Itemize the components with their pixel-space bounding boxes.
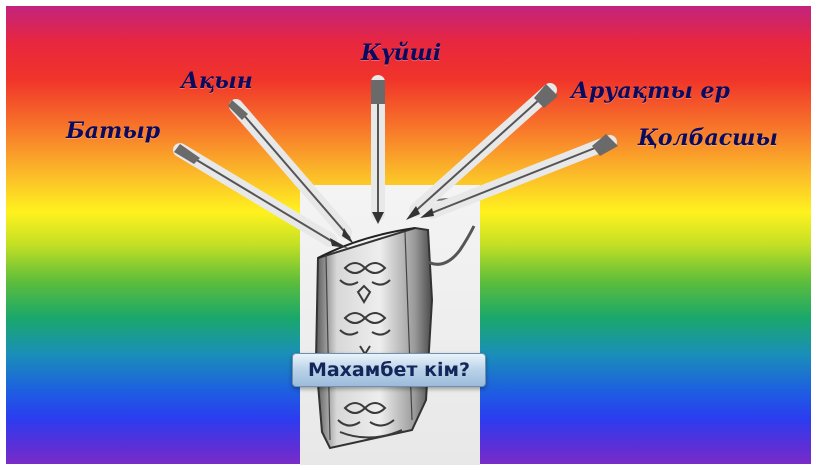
label-akyn: Ақын <box>181 68 253 94</box>
question-button[interactable]: Махамбет кім? <box>292 353 486 387</box>
label-kuishi: Күйші <box>361 40 441 66</box>
label-aruakty-er: Аруақты ер <box>571 78 730 104</box>
label-batyr: Батыр <box>66 118 160 144</box>
arrow-kuishi <box>371 80 385 224</box>
label-kolbasshy: Қолбасшы <box>638 125 778 151</box>
